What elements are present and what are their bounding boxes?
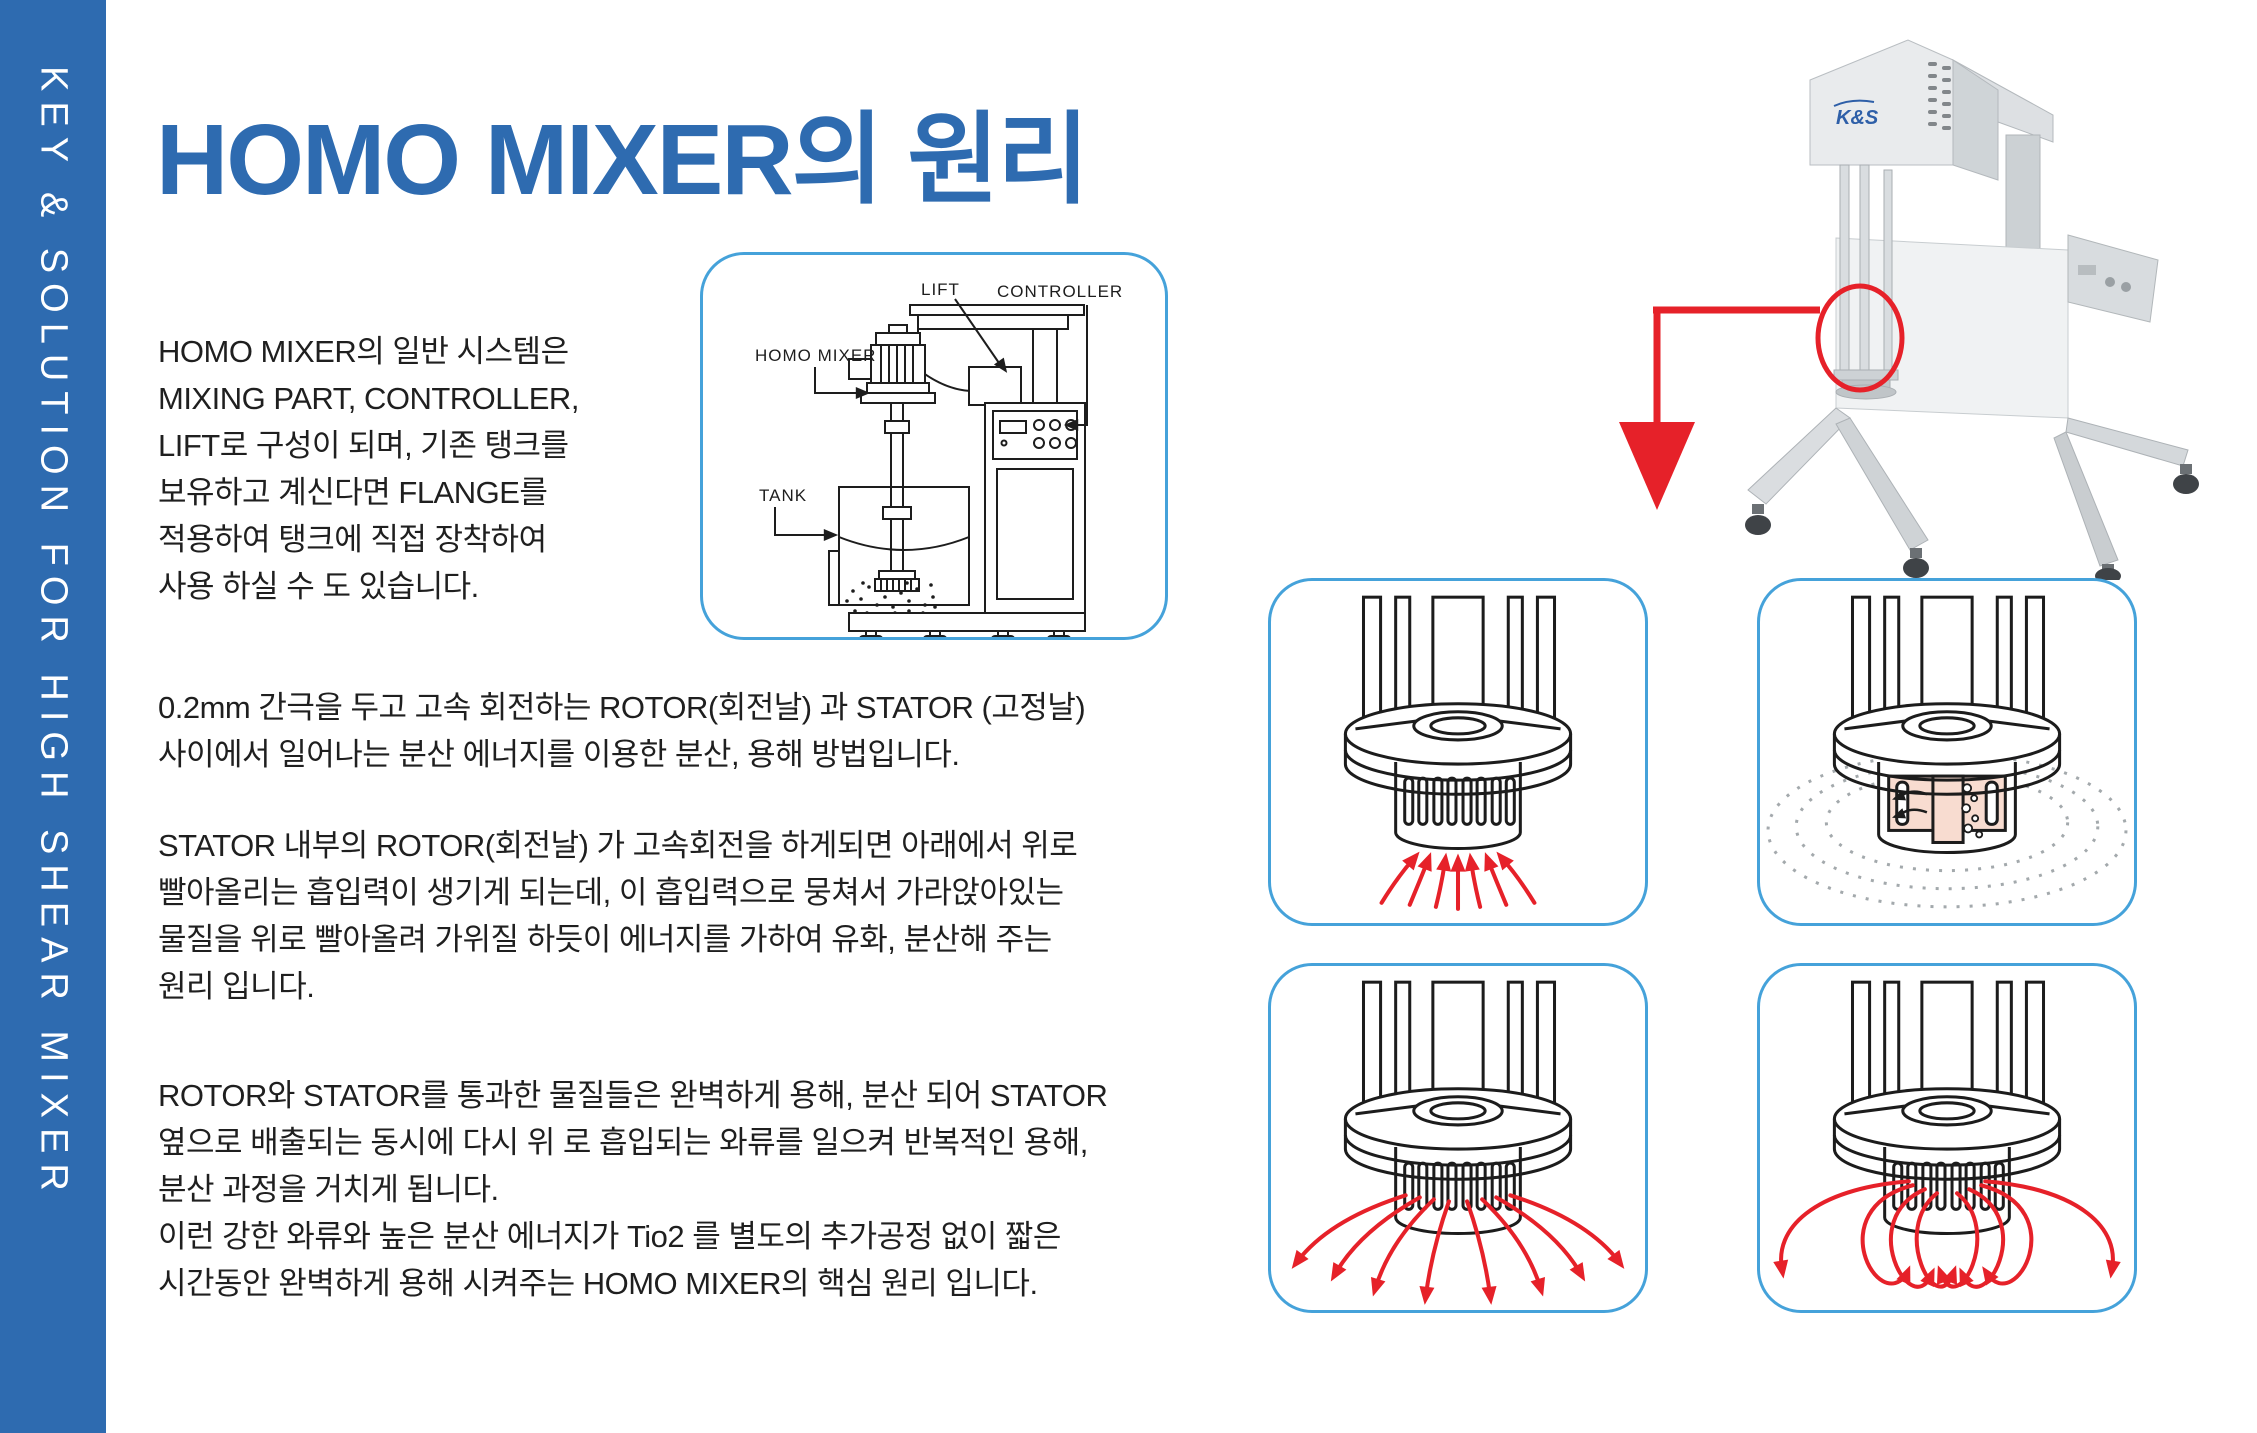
system-diagram-panel: LIFT CONTROLLER HOMO MIXER TANK (700, 252, 1168, 640)
suction-arrows (1379, 846, 1537, 911)
discharge-diagram (1285, 980, 1631, 1306)
base-frame (1747, 407, 2189, 567)
circulation-diagram-panel (1757, 963, 2137, 1313)
stator-cutaway (1877, 762, 2017, 855)
left-accent-bar: KEY & SOLUTION FOR HIGH SHEAR MIXER (0, 0, 106, 1433)
suction-diagram (1343, 595, 1573, 911)
mixer-head-housing (1809, 39, 1954, 166)
discharge-diagram-panel (1268, 963, 1648, 1313)
circulation-diagram (1773, 980, 2121, 1289)
rotor-cutaway-panel (1757, 578, 2137, 926)
circulation-arrows (1773, 1179, 2121, 1289)
intro-paragraph: HOMO MIXER의 일반 시스템은 MIXING PART, CONTROL… (158, 334, 579, 604)
circulation-paragraph: ROTOR와 STATOR를 통과한 물질들은 완벽하게 용해, 분산 되어 S… (158, 1078, 1108, 1301)
suction-diagram-panel (1268, 578, 1648, 926)
label-lift: LIFT (921, 280, 960, 299)
machine-photo: K&S (1619, 39, 2199, 580)
label-controller: CONTROLLER (997, 282, 1123, 301)
principle-paragraph: 0.2mm 간극을 두고 고속 회전하는 ROTOR(회전날) 과 STATOR… (158, 690, 1086, 772)
highlight-circle (1815, 283, 1905, 393)
particles (1961, 783, 1984, 839)
label-tank: TANK (759, 486, 807, 505)
caster-wheels (859, 630, 1071, 637)
rotor-cutaway-diagram (1766, 595, 2128, 909)
zoom-arrow (1619, 306, 1820, 510)
brand-logo: K&S (1836, 107, 1879, 129)
sidebar-vertical-text: KEY & SOLUTION FOR HIGH SHEAR MIXER (32, 66, 75, 1201)
system-diagram: LIFT CONTROLLER HOMO MIXER TANK (755, 280, 1123, 637)
discharge-arrows (1285, 1193, 1631, 1306)
mixer-shafts (1839, 164, 1893, 382)
vent-slots (1928, 62, 1951, 130)
page-title: HOMO MIXER의 원리 (156, 104, 1089, 216)
casters (1745, 464, 2199, 580)
suction-paragraph: STATOR 내부의 ROTOR(회전날) 가 고속회전을 하게되면 아래에서 … (158, 828, 1078, 1004)
label-homo-mixer: HOMO MIXER (755, 346, 876, 365)
